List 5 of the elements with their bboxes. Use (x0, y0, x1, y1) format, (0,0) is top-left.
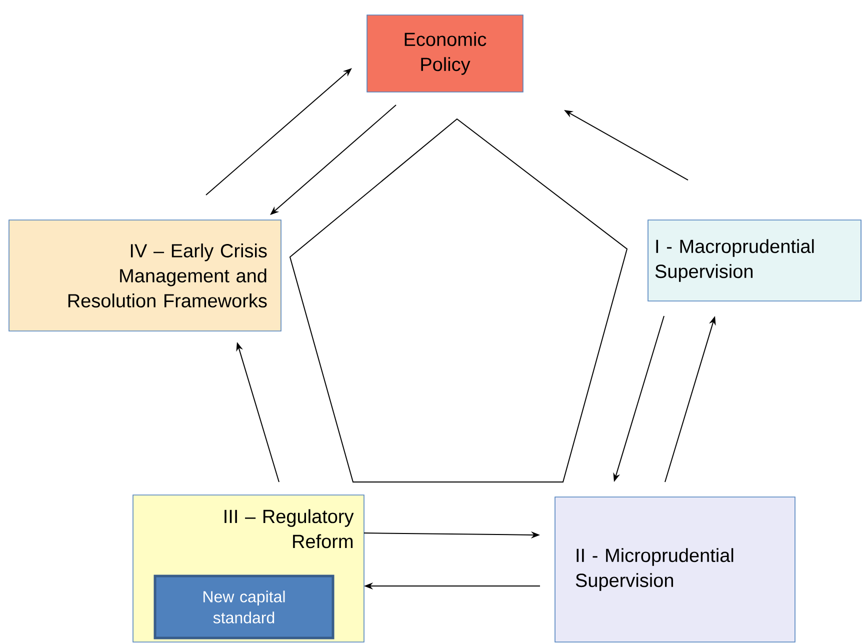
section-box: Economic Policy (366, 14, 524, 92)
section-box: IV – Early Crisis Management and Resolution Frameworks (8, 220, 282, 332)
section-box: II - Microprudential Supervision (554, 496, 796, 642)
capital-standard-box: New capital standard (154, 574, 334, 640)
section-box: I - Macroprudential Supervision (648, 220, 862, 302)
